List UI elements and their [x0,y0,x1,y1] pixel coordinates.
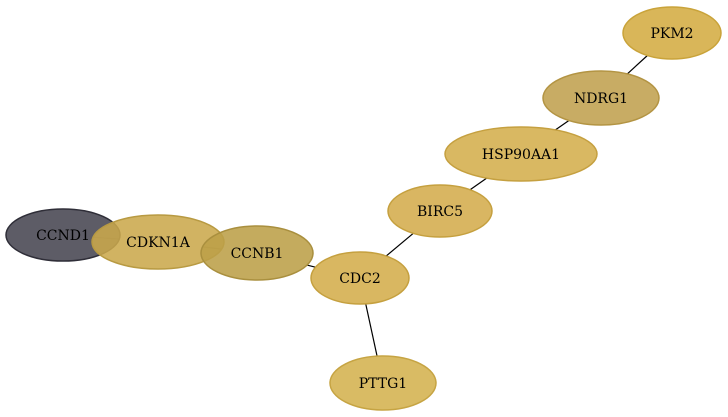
edge-birc5-cdc2 [385,232,414,257]
edge-ndrg1-hsp90aa1 [555,120,570,131]
node-label-pttg1: PTTG1 [359,376,407,392]
node-label-ndrg1: NDRG1 [574,91,628,107]
node-pkm2: PKM2 [622,6,722,60]
node-shape-ndrg1 [542,70,660,126]
node-shape-birc5 [387,184,493,238]
node-label-pkm2: PKM2 [650,26,693,42]
node-cdc2: CDC2 [310,251,410,305]
node-ndrg1: NDRG1 [542,70,660,126]
node-label-hsp90aa1: HSP90AA1 [482,147,560,163]
node-hsp90aa1: HSP90AA1 [444,126,598,182]
node-pttg1: PTTG1 [329,355,437,411]
node-shape-hsp90aa1 [444,126,598,182]
node-label-cdkn1a: CDKN1A [126,235,191,251]
node-ccnb1: CCNB1 [200,225,314,281]
node-label-birc5: BIRC5 [417,204,463,220]
node-label-cdc2: CDC2 [339,271,381,287]
edge-cdc2-ccnb1 [306,264,316,268]
node-label-ccnd1: CCND1 [36,228,90,244]
node-shape-cdc2 [310,251,410,305]
node-shape-pkm2 [622,6,722,60]
node-shape-pttg1 [329,355,437,411]
node-label-ccnb1: CCNB1 [231,246,284,262]
edge-hsp90aa1-birc5 [469,177,488,191]
node-shape-ccnb1 [200,225,314,281]
node-birc5: BIRC5 [387,184,493,238]
edge-cdc2-pttg1 [365,303,378,357]
edge-pkm2-ndrg1 [626,55,648,75]
